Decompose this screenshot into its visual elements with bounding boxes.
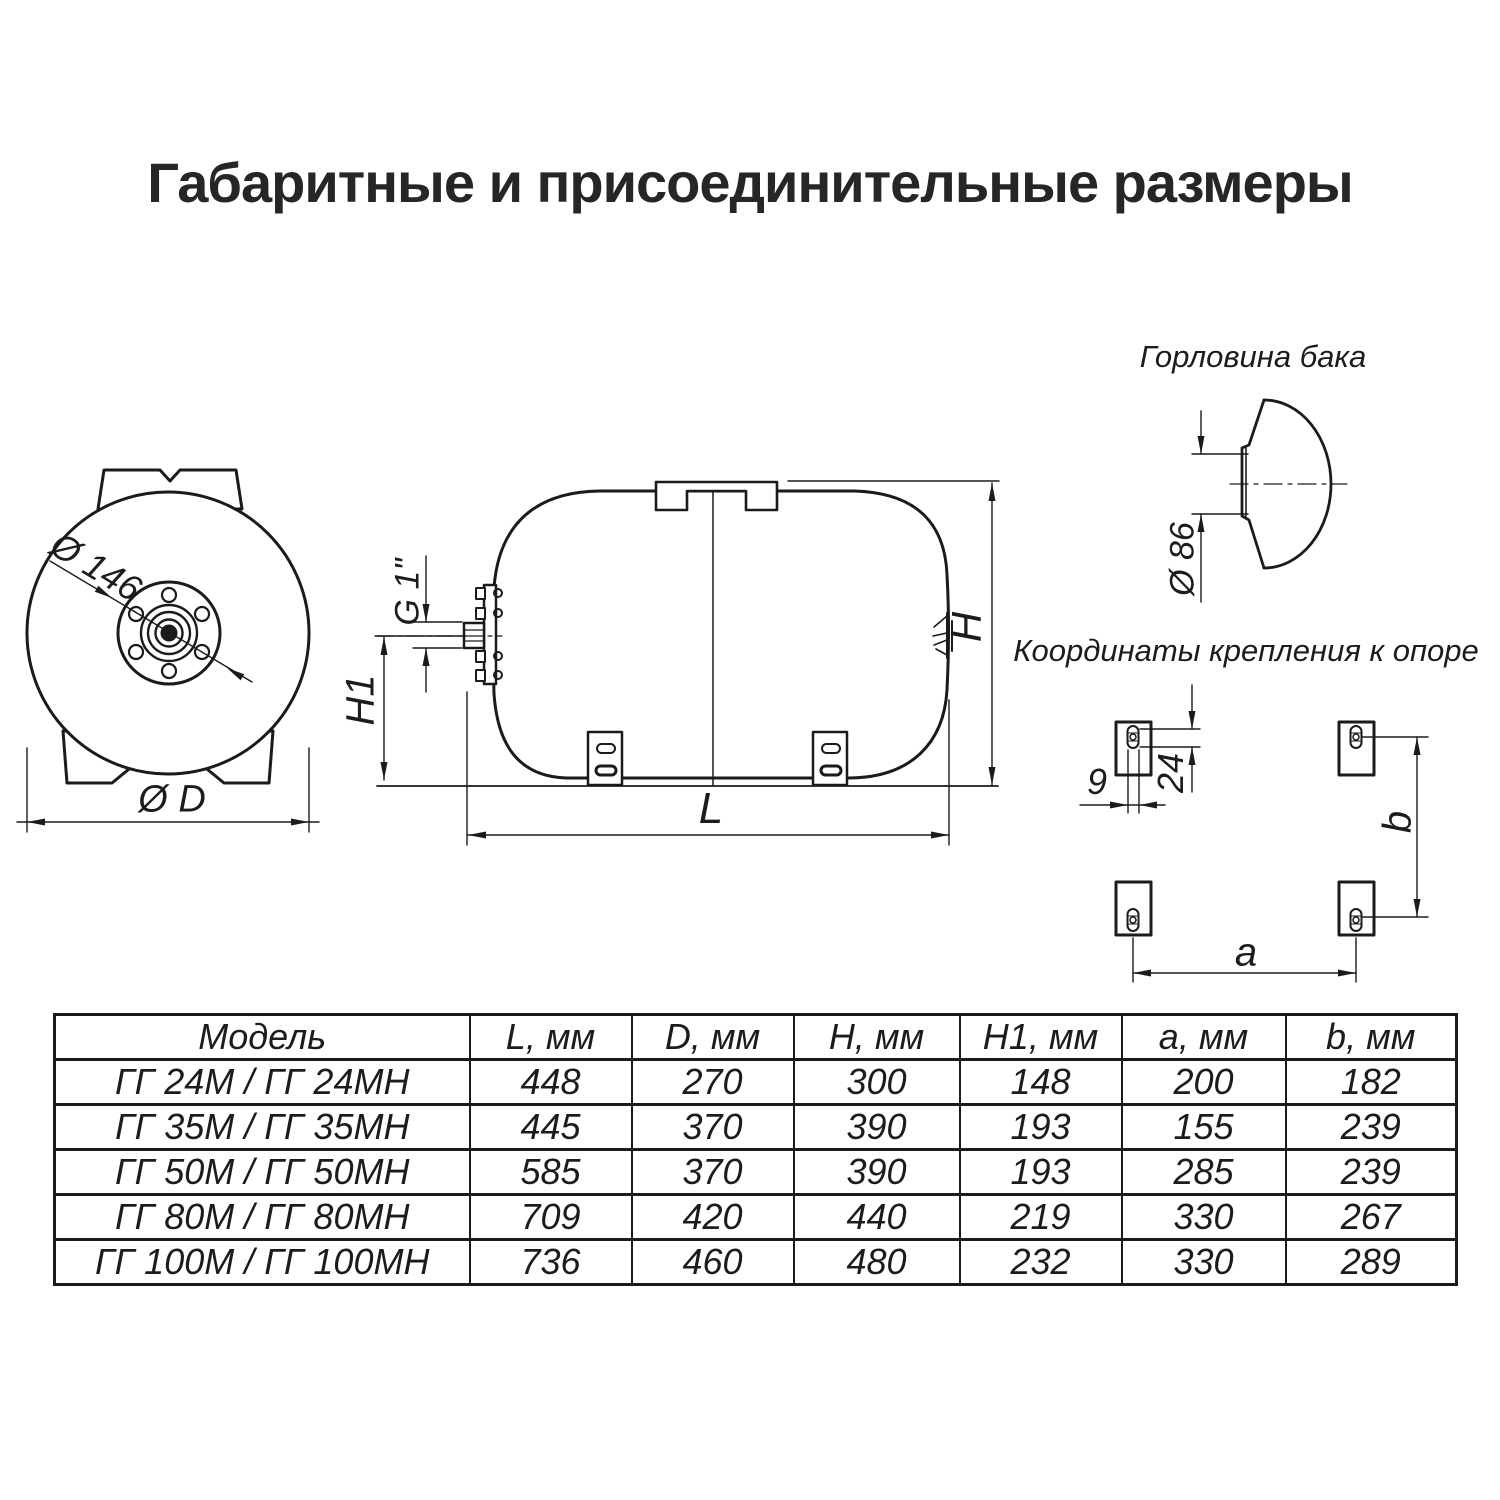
feet <box>586 730 849 787</box>
cell-l: 709 <box>468 1193 633 1241</box>
cell-h1: 193 <box>958 1103 1123 1151</box>
cell-a: 330 <box>1120 1193 1287 1241</box>
cell-model: ГГ 50М / ГГ 50МН <box>53 1148 471 1196</box>
header-a: a, мм <box>1120 1013 1287 1061</box>
front-view-drawing <box>16 468 320 833</box>
cell-model: ГГ 35М / ГГ 35МН <box>53 1103 471 1151</box>
cell-l: 585 <box>468 1148 633 1196</box>
cell-a: 155 <box>1120 1103 1287 1151</box>
cell-b: 239 <box>1284 1103 1458 1151</box>
h-dimension <box>787 480 1000 786</box>
cell-d: 460 <box>630 1238 795 1286</box>
dimensions-table: Модель L, мм D, мм H, мм H1, мм a, мм b,… <box>53 1013 1458 1286</box>
cell-b: 267 <box>1284 1193 1458 1241</box>
cell-h1: 193 <box>958 1148 1123 1196</box>
side-view-drawing <box>374 480 1000 846</box>
page-title: Габаритные и присоединительные размеры <box>147 151 1353 214</box>
neck-dome <box>1262 398 1333 570</box>
l-dimension <box>466 691 950 846</box>
header-h: H, мм <box>792 1013 961 1061</box>
spacing-b-label: b <box>1375 810 1420 834</box>
cell-model: ГГ 80М / ГГ 80МН <box>53 1193 471 1241</box>
h1-label: H1 <box>338 674 383 726</box>
bolt-holes <box>127 586 211 680</box>
tank-diameter-dimension <box>16 747 320 833</box>
air-valve-detail <box>932 612 953 659</box>
handle <box>654 480 779 512</box>
header-l: L, мм <box>468 1013 633 1061</box>
l-label: L <box>698 784 724 833</box>
table-row: ГГ 80М / ГГ 80МН 709 420 440 219 330 267 <box>53 1193 1458 1241</box>
header-b: b, мм <box>1284 1013 1458 1061</box>
cell-l: 736 <box>468 1238 633 1286</box>
table-header-row: Модель L, мм D, мм H, мм H1, мм a, мм b,… <box>53 1013 1458 1061</box>
cell-a: 285 <box>1120 1148 1287 1196</box>
header-d: D, мм <box>630 1013 795 1061</box>
neck-diameter-dimension <box>1191 410 1249 603</box>
cell-l: 448 <box>468 1058 633 1106</box>
cell-d: 420 <box>630 1193 795 1241</box>
slot-width-label: 9 <box>1086 761 1108 802</box>
flange-diameter-dimension <box>49 560 253 683</box>
cell-b: 289 <box>1284 1238 1458 1286</box>
cell-h: 390 <box>792 1148 961 1196</box>
neck-profile <box>1240 398 1266 570</box>
cell-h1: 219 <box>958 1193 1123 1241</box>
slot-length-label: 24 <box>1150 752 1191 794</box>
cell-h: 390 <box>792 1103 961 1151</box>
flange-circle <box>116 580 222 686</box>
cell-d: 370 <box>630 1103 795 1151</box>
cell-b: 182 <box>1284 1058 1458 1106</box>
header-h1: H1, мм <box>958 1013 1123 1061</box>
cell-h: 480 <box>792 1238 961 1286</box>
slot-length-dimension <box>1139 684 1201 793</box>
cell-b: 239 <box>1284 1148 1458 1196</box>
cell-h1: 148 <box>958 1058 1123 1106</box>
spacing-a-dimension <box>1132 937 1357 983</box>
cell-h: 440 <box>792 1193 961 1241</box>
cell-a: 330 <box>1120 1238 1287 1286</box>
cell-h1: 232 <box>958 1238 1123 1286</box>
mounting-view-drawing <box>1079 684 1429 983</box>
neck-view-drawing <box>1191 398 1348 603</box>
cell-model: ГГ 24М / ГГ 24МН <box>53 1058 471 1106</box>
h-label: H <box>943 611 990 643</box>
cell-model: ГГ 100М / ГГ 100МН <box>53 1238 471 1286</box>
tank-diameter-label: Ø D <box>138 778 206 821</box>
table-row: ГГ 24М / ГГ 24МН 448 270 300 148 200 182 <box>53 1058 1458 1106</box>
tank-side-outline <box>491 489 950 780</box>
cell-a: 200 <box>1120 1058 1287 1106</box>
table-row: ГГ 35М / ГГ 35МН 445 370 390 193 155 239 <box>53 1103 1458 1151</box>
spacing-a-label: a <box>1234 930 1258 975</box>
cell-h: 300 <box>792 1058 961 1106</box>
thread-dimension <box>412 555 463 693</box>
spacing-b-dimension <box>1361 736 1429 918</box>
table-row: ГГ 50М / ГГ 50МН 585 370 390 193 285 239 <box>53 1148 1458 1196</box>
thread-label: G 1" <box>388 558 427 626</box>
h1-dimension <box>374 635 467 781</box>
neck-diameter-label: Ø 86 <box>1163 522 1202 596</box>
cell-d: 370 <box>630 1148 795 1196</box>
cell-d: 270 <box>630 1058 795 1106</box>
neck-view-title: Горловина бака <box>1139 339 1367 374</box>
slot-width-dimension <box>1079 749 1166 814</box>
table-row: ГГ 100М / ГГ 100МН 736 460 480 232 330 2… <box>53 1238 1458 1286</box>
header-model: Модель <box>53 1013 471 1061</box>
pad-slots <box>1126 725 1363 932</box>
cell-l: 445 <box>468 1103 633 1151</box>
mounting-view-title: Координаты крепления к опоре <box>1013 633 1479 668</box>
